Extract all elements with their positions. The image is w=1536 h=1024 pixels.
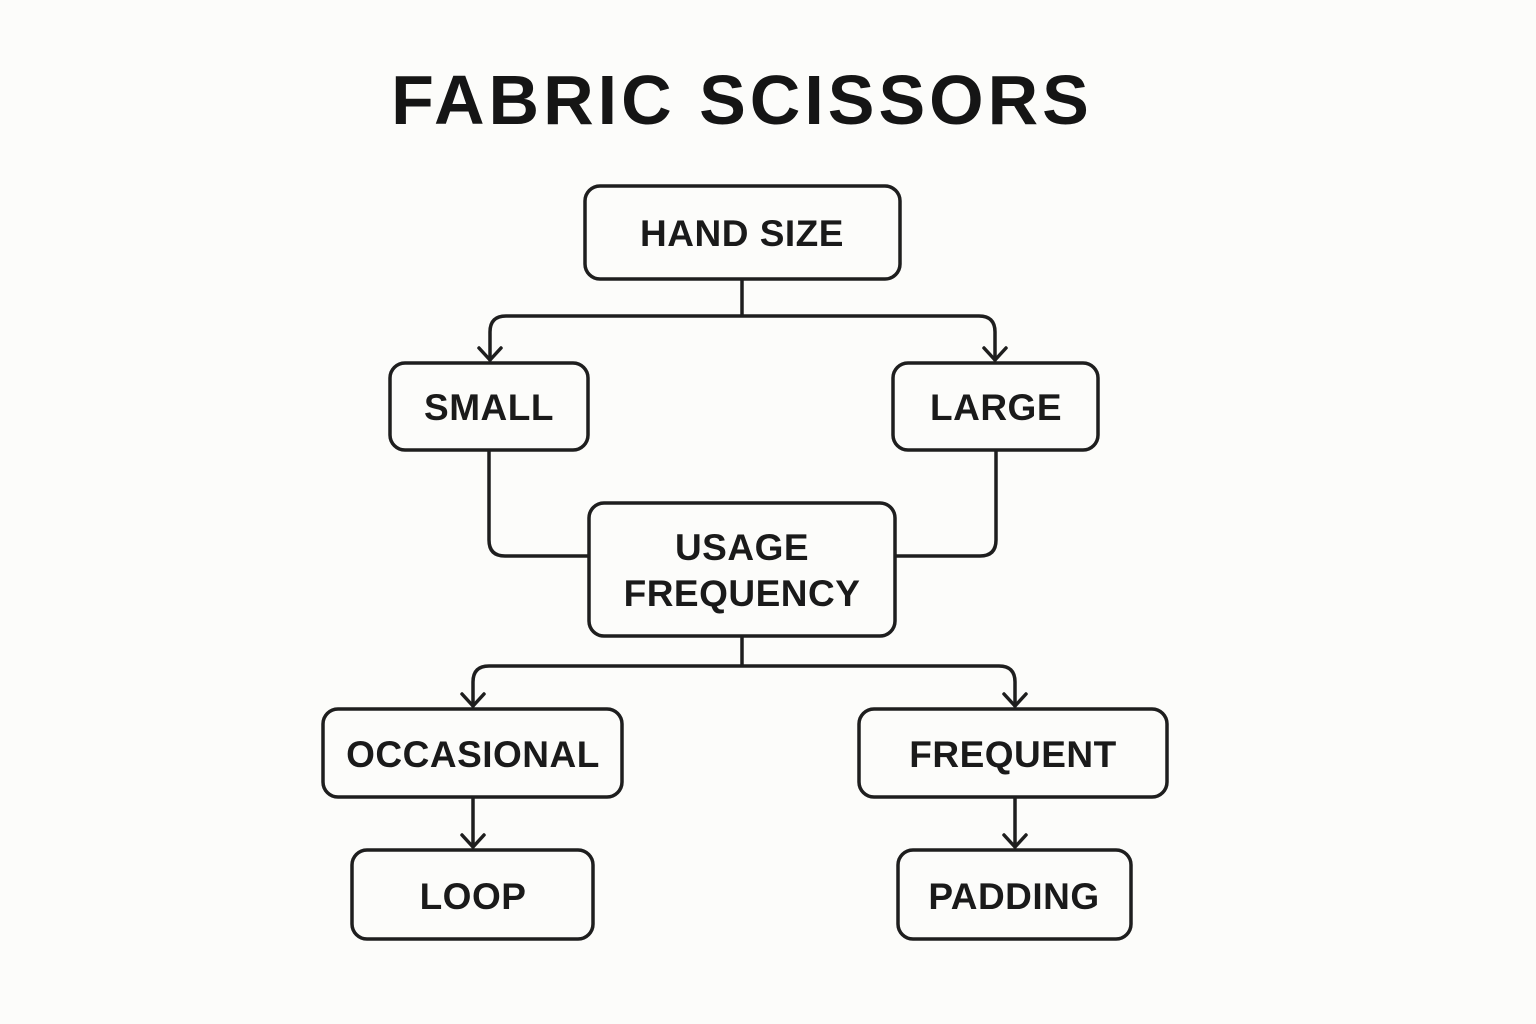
node-label-line-1: USAGE — [675, 527, 809, 568]
node-label: SMALL — [424, 387, 554, 428]
node-label: OCCASIONAL — [346, 734, 600, 775]
node-frequent: FREQUENT — [857, 707, 1169, 799]
node-occasional: OCCASIONAL — [321, 707, 624, 799]
arrow-frequent — [1002, 692, 1028, 708]
connector-hand-size-split — [488, 277, 997, 362]
node-usage-frequency: USAGE FREQUENCY — [587, 501, 897, 638]
connector-occasional-loop — [460, 795, 486, 849]
node-label: FREQUENT — [909, 734, 1117, 775]
connector-frequent-padding — [1002, 795, 1028, 849]
connector-large-usage — [893, 448, 998, 558]
connectors — [460, 277, 1028, 849]
arrow-occasional — [460, 692, 486, 708]
arrow-small — [477, 346, 503, 362]
arrow-large — [982, 346, 1008, 362]
node-large: LARGE — [891, 361, 1100, 452]
node-small: SMALL — [388, 361, 590, 452]
node-label: PADDING — [928, 876, 1099, 917]
node-loop: LOOP — [350, 848, 595, 941]
node-label: LARGE — [930, 387, 1062, 428]
connector-small-usage — [487, 448, 591, 558]
connector-usage-split — [471, 634, 1017, 708]
node-label-line-2: FREQUENCY — [624, 573, 861, 614]
node-padding: PADDING — [896, 848, 1133, 941]
node-label: LOOP — [420, 876, 527, 917]
diagram-title: FABRIC SCISSORS — [391, 61, 1093, 139]
node-label: HAND SIZE — [640, 213, 844, 254]
node-hand-size: HAND SIZE — [583, 184, 902, 281]
